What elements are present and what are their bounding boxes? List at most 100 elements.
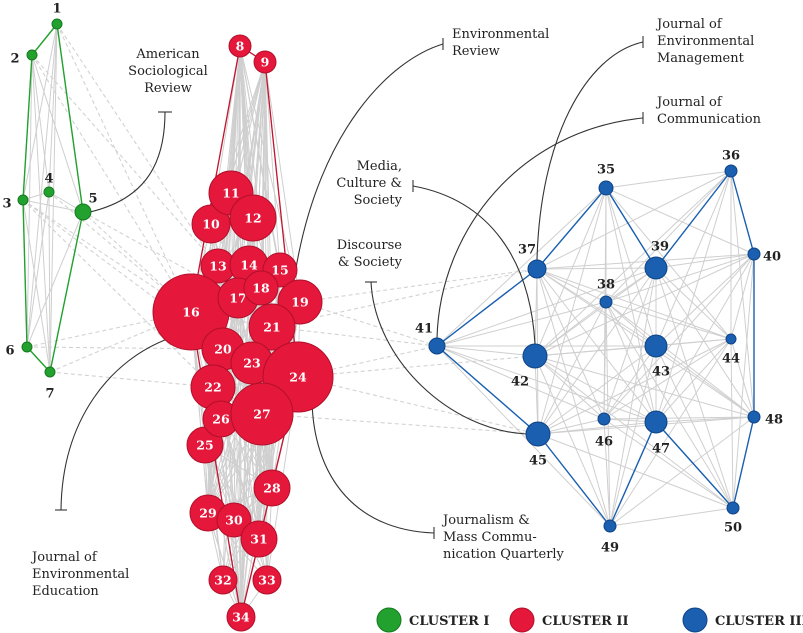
node-39[interactable] — [644, 256, 668, 280]
node-5[interactable] — [74, 203, 92, 221]
node-8[interactable] — [228, 34, 252, 58]
node-49[interactable] — [603, 519, 617, 533]
legend-swatch-ii — [509, 607, 535, 633]
cluster-edge — [536, 268, 732, 340]
node-label-24: 24 — [289, 370, 307, 385]
node-40[interactable] — [747, 247, 761, 261]
node-label-47: 47 — [652, 442, 670, 457]
node-38[interactable] — [599, 295, 613, 309]
node-50[interactable] — [726, 501, 740, 515]
cluster-edge — [534, 355, 539, 435]
node-10[interactable] — [191, 204, 231, 244]
cluster-edge — [22, 199, 51, 373]
node-35[interactable] — [598, 180, 614, 196]
node-37[interactable] — [527, 259, 547, 279]
inter-cluster-edge — [22, 199, 214, 388]
cluster-edge — [655, 345, 734, 509]
cluster-edge — [605, 187, 657, 423]
cluster-edge — [605, 301, 657, 423]
node-label-26: 26 — [212, 412, 230, 427]
node-2[interactable] — [26, 49, 38, 61]
node-label-17: 17 — [229, 291, 246, 306]
node-48[interactable] — [747, 410, 761, 424]
node-label-35: 35 — [597, 163, 615, 178]
cluster-edge — [603, 253, 755, 420]
cluster-iii-outline-edge — [730, 170, 755, 255]
node-18[interactable] — [243, 270, 279, 306]
node-label-32: 32 — [214, 573, 231, 588]
cluster-iii-outline-edge — [732, 416, 755, 509]
cluster-edge — [536, 268, 657, 347]
node-1[interactable] — [51, 18, 63, 30]
node-27[interactable] — [230, 382, 294, 446]
cluster-edge — [537, 301, 607, 435]
node-label-38: 38 — [597, 278, 615, 293]
cluster-edge — [31, 54, 84, 213]
cluster-edge — [603, 416, 755, 420]
annotation-line: Journal of — [30, 550, 98, 565]
node-47[interactable] — [644, 410, 668, 434]
node-28[interactable] — [253, 469, 291, 507]
annotation-line: Discourse — [337, 238, 403, 253]
cluster-edge — [605, 301, 732, 340]
node-label-34: 34 — [232, 610, 250, 625]
leader-line-er — [295, 43, 444, 269]
node-label-9: 9 — [261, 55, 270, 70]
node-label-10: 10 — [202, 217, 220, 232]
cluster-i-outline-edge — [22, 54, 33, 201]
node-42[interactable] — [522, 343, 548, 369]
node-6[interactable] — [21, 341, 33, 353]
node-7[interactable] — [44, 366, 56, 378]
node-46[interactable] — [597, 412, 611, 426]
node-45[interactable] — [525, 421, 551, 447]
node-label-29: 29 — [199, 506, 216, 521]
cluster-edge — [31, 54, 51, 373]
node-12[interactable] — [229, 194, 277, 242]
node-label-39: 39 — [651, 240, 669, 255]
cluster-edge — [655, 416, 755, 423]
leader-line-jmcq — [311, 389, 435, 534]
annotation-line: Management — [657, 51, 745, 66]
cluster-edge — [49, 23, 58, 373]
node-30[interactable] — [216, 502, 252, 538]
node-36[interactable] — [724, 164, 738, 178]
cluster-edge — [534, 170, 732, 357]
annotation-line: Culture & — [336, 176, 402, 191]
node-label-28: 28 — [263, 481, 281, 496]
node-44[interactable] — [725, 333, 737, 345]
cluster-edge — [536, 268, 607, 303]
cluster-edge — [605, 187, 755, 255]
leader-line-jee — [60, 337, 171, 511]
node-label-5: 5 — [88, 192, 97, 207]
cluster-edge — [436, 267, 657, 347]
cluster-edge — [655, 338, 732, 347]
cluster-edge — [230, 61, 266, 194]
cluster-iii-outline-edge — [655, 170, 732, 269]
node-21[interactable] — [248, 303, 296, 351]
cluster-edge — [537, 433, 734, 509]
cluster-i-outline-edge — [26, 346, 51, 373]
cluster-i-outline-edge — [49, 211, 84, 373]
node-9[interactable] — [253, 50, 277, 74]
annotation-line: Society — [354, 193, 403, 208]
node-3[interactable] — [17, 194, 29, 206]
node-43[interactable] — [644, 334, 668, 358]
cluster-edge — [609, 338, 732, 527]
cluster-edge — [730, 338, 755, 418]
node-4[interactable] — [43, 186, 55, 198]
cluster-edge — [609, 345, 657, 527]
node-31[interactable] — [240, 520, 278, 558]
cluster-edge — [655, 253, 755, 269]
node-34[interactable] — [226, 602, 256, 632]
node-label-46: 46 — [595, 435, 613, 450]
node-41[interactable] — [428, 337, 446, 355]
node-32[interactable] — [208, 565, 238, 595]
cluster-edge — [436, 345, 536, 357]
node-33[interactable] — [252, 565, 282, 595]
annotation-line: Sociological — [128, 64, 208, 79]
annotation-line: & Society — [338, 255, 403, 270]
node-label-12: 12 — [244, 211, 261, 226]
node-label-2: 2 — [10, 52, 19, 67]
